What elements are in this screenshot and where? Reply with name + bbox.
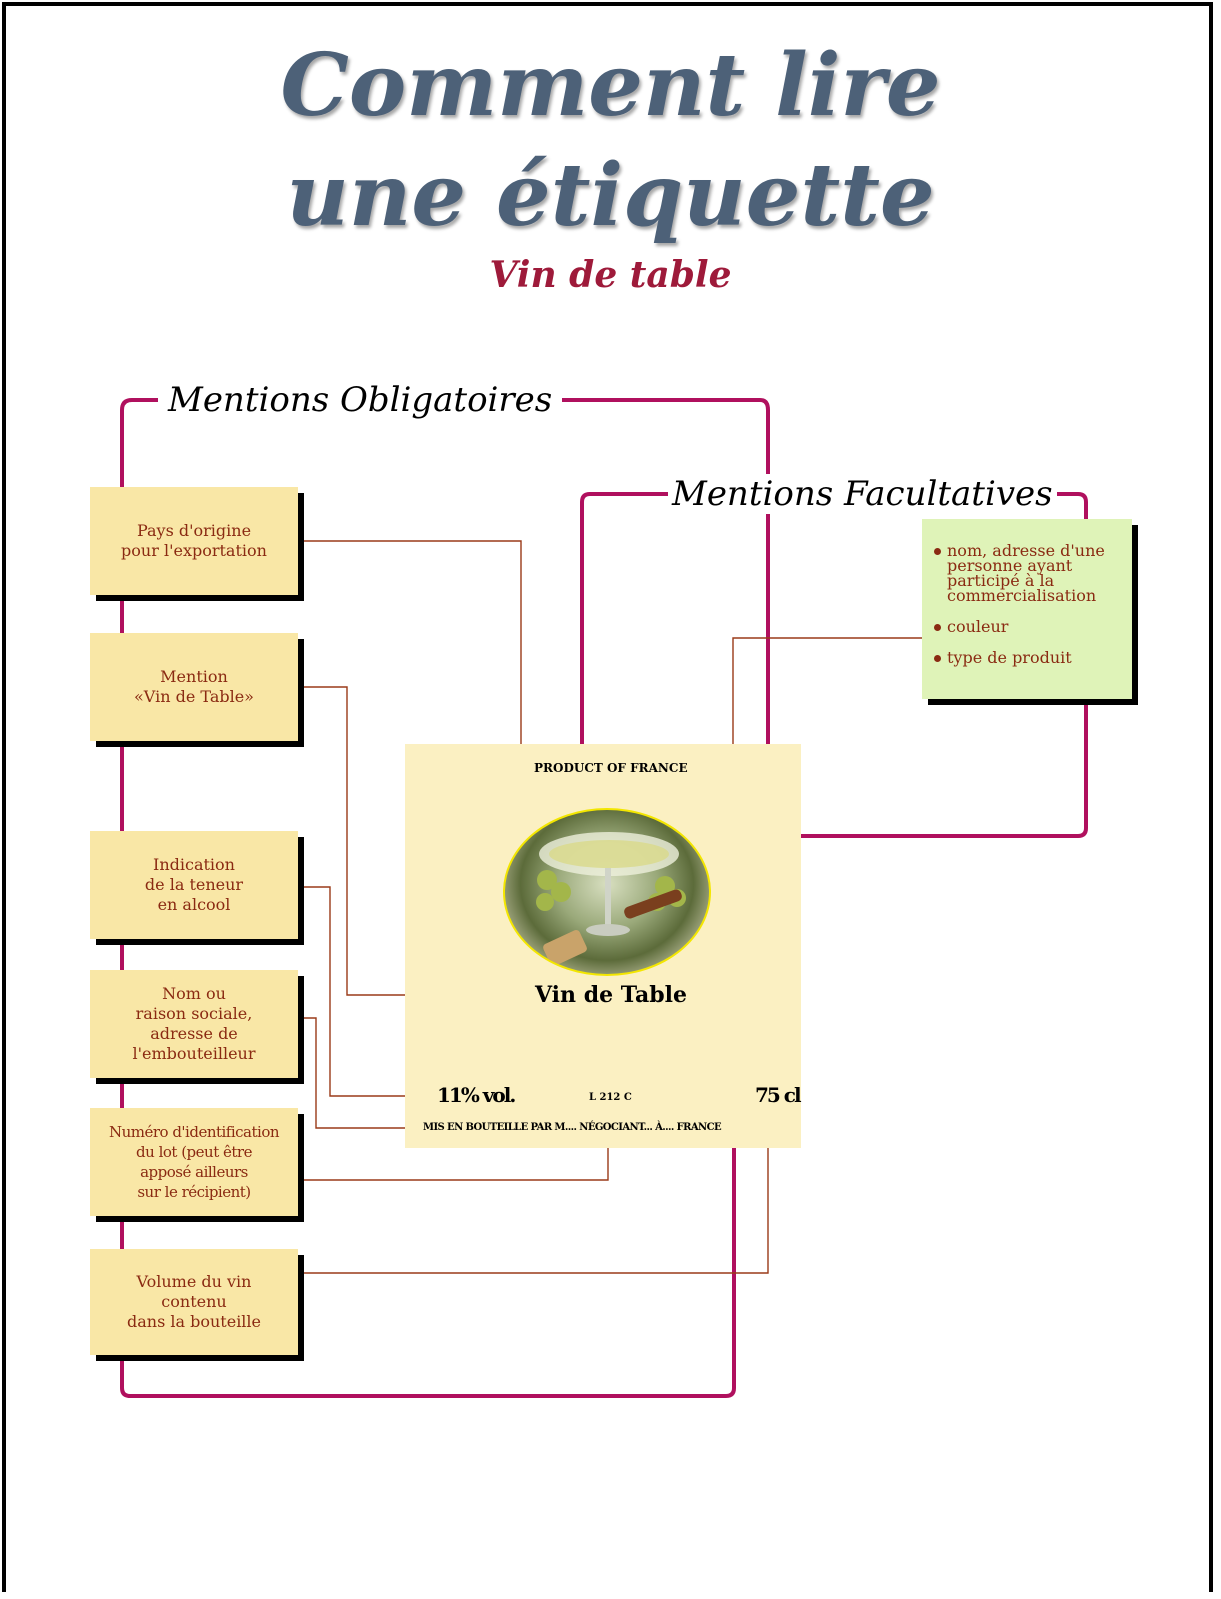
label-bottler: MIS EN BOUTEILLE PAR M.... NÉGOCIANT... … — [423, 1122, 722, 1133]
leader-origin — [302, 540, 522, 769]
section-label-mandatory: Mentions Obligatoires — [158, 380, 563, 420]
optional-item: nom, adresse d'une personne ayant partic… — [934, 541, 1124, 605]
label-wine-name: Vin de Table — [535, 982, 687, 1008]
box-bottler-text: Nom ou raison sociale, adresse de l'embo… — [132, 984, 256, 1063]
optional-item-text: nom, adresse d'une personne ayant partic… — [947, 541, 1105, 605]
leader-bottler — [302, 1017, 414, 1129]
leader-alcohol — [302, 886, 430, 1097]
label-origin-text: PRODUCT OF FRANCE — [534, 761, 688, 775]
bullet-icon — [934, 548, 941, 555]
box-country-of-origin-text: Pays d'origine pour l'exportation — [121, 521, 267, 560]
mandatory-bracket-bottom — [120, 1148, 736, 1398]
box-bottler: Nom ou raison sociale, adresse de l'embo… — [90, 970, 298, 1078]
leader-volume — [302, 1090, 769, 1274]
box-alcohol-text: Indication de la teneur en alcool — [144, 855, 244, 914]
wine-glass-image — [503, 808, 711, 976]
box-volume: Volume du vin contenu dans la bouteille — [90, 1249, 298, 1355]
optional-item: type de produit — [934, 648, 1124, 667]
bullet-icon — [934, 624, 941, 631]
label-volume: 75 cl — [755, 1083, 802, 1107]
box-vin-de-table: Mention «Vin de Table» — [90, 633, 298, 741]
label-alcohol: 11% vol. — [437, 1083, 516, 1107]
box-lot-number: Numéro d'identification du lot (peut êtr… — [90, 1108, 298, 1216]
box-country-of-origin: Pays d'origine pour l'exportation — [90, 487, 298, 595]
optional-bracket — [580, 492, 1088, 838]
optional-mentions-box: nom, adresse d'une personne ayant partic… — [922, 519, 1132, 699]
wine-glass-illustration — [536, 832, 686, 967]
optional-item-text: couleur — [947, 617, 1009, 636]
label-lot-number: L 212 C — [589, 1092, 632, 1103]
optional-item-text: type de produit — [947, 648, 1072, 667]
subtitle: Vin de table — [489, 254, 732, 296]
box-vin-de-table-text: Mention «Vin de Table» — [134, 667, 254, 706]
bullet-icon — [934, 655, 941, 662]
box-volume-text: Volume du vin contenu dans la bouteille — [126, 1272, 262, 1331]
box-alcohol: Indication de la teneur en alcool — [90, 831, 298, 939]
title-line-2: une étiquette — [286, 145, 935, 246]
optional-item: couleur — [934, 617, 1124, 636]
section-label-optional: Mentions Facultatives — [668, 474, 1057, 514]
box-lot-number-text: Numéro d'identification du lot (peut êtr… — [108, 1123, 280, 1201]
leader-lot — [302, 1140, 609, 1181]
title-line-1: Comment lire — [280, 35, 941, 136]
